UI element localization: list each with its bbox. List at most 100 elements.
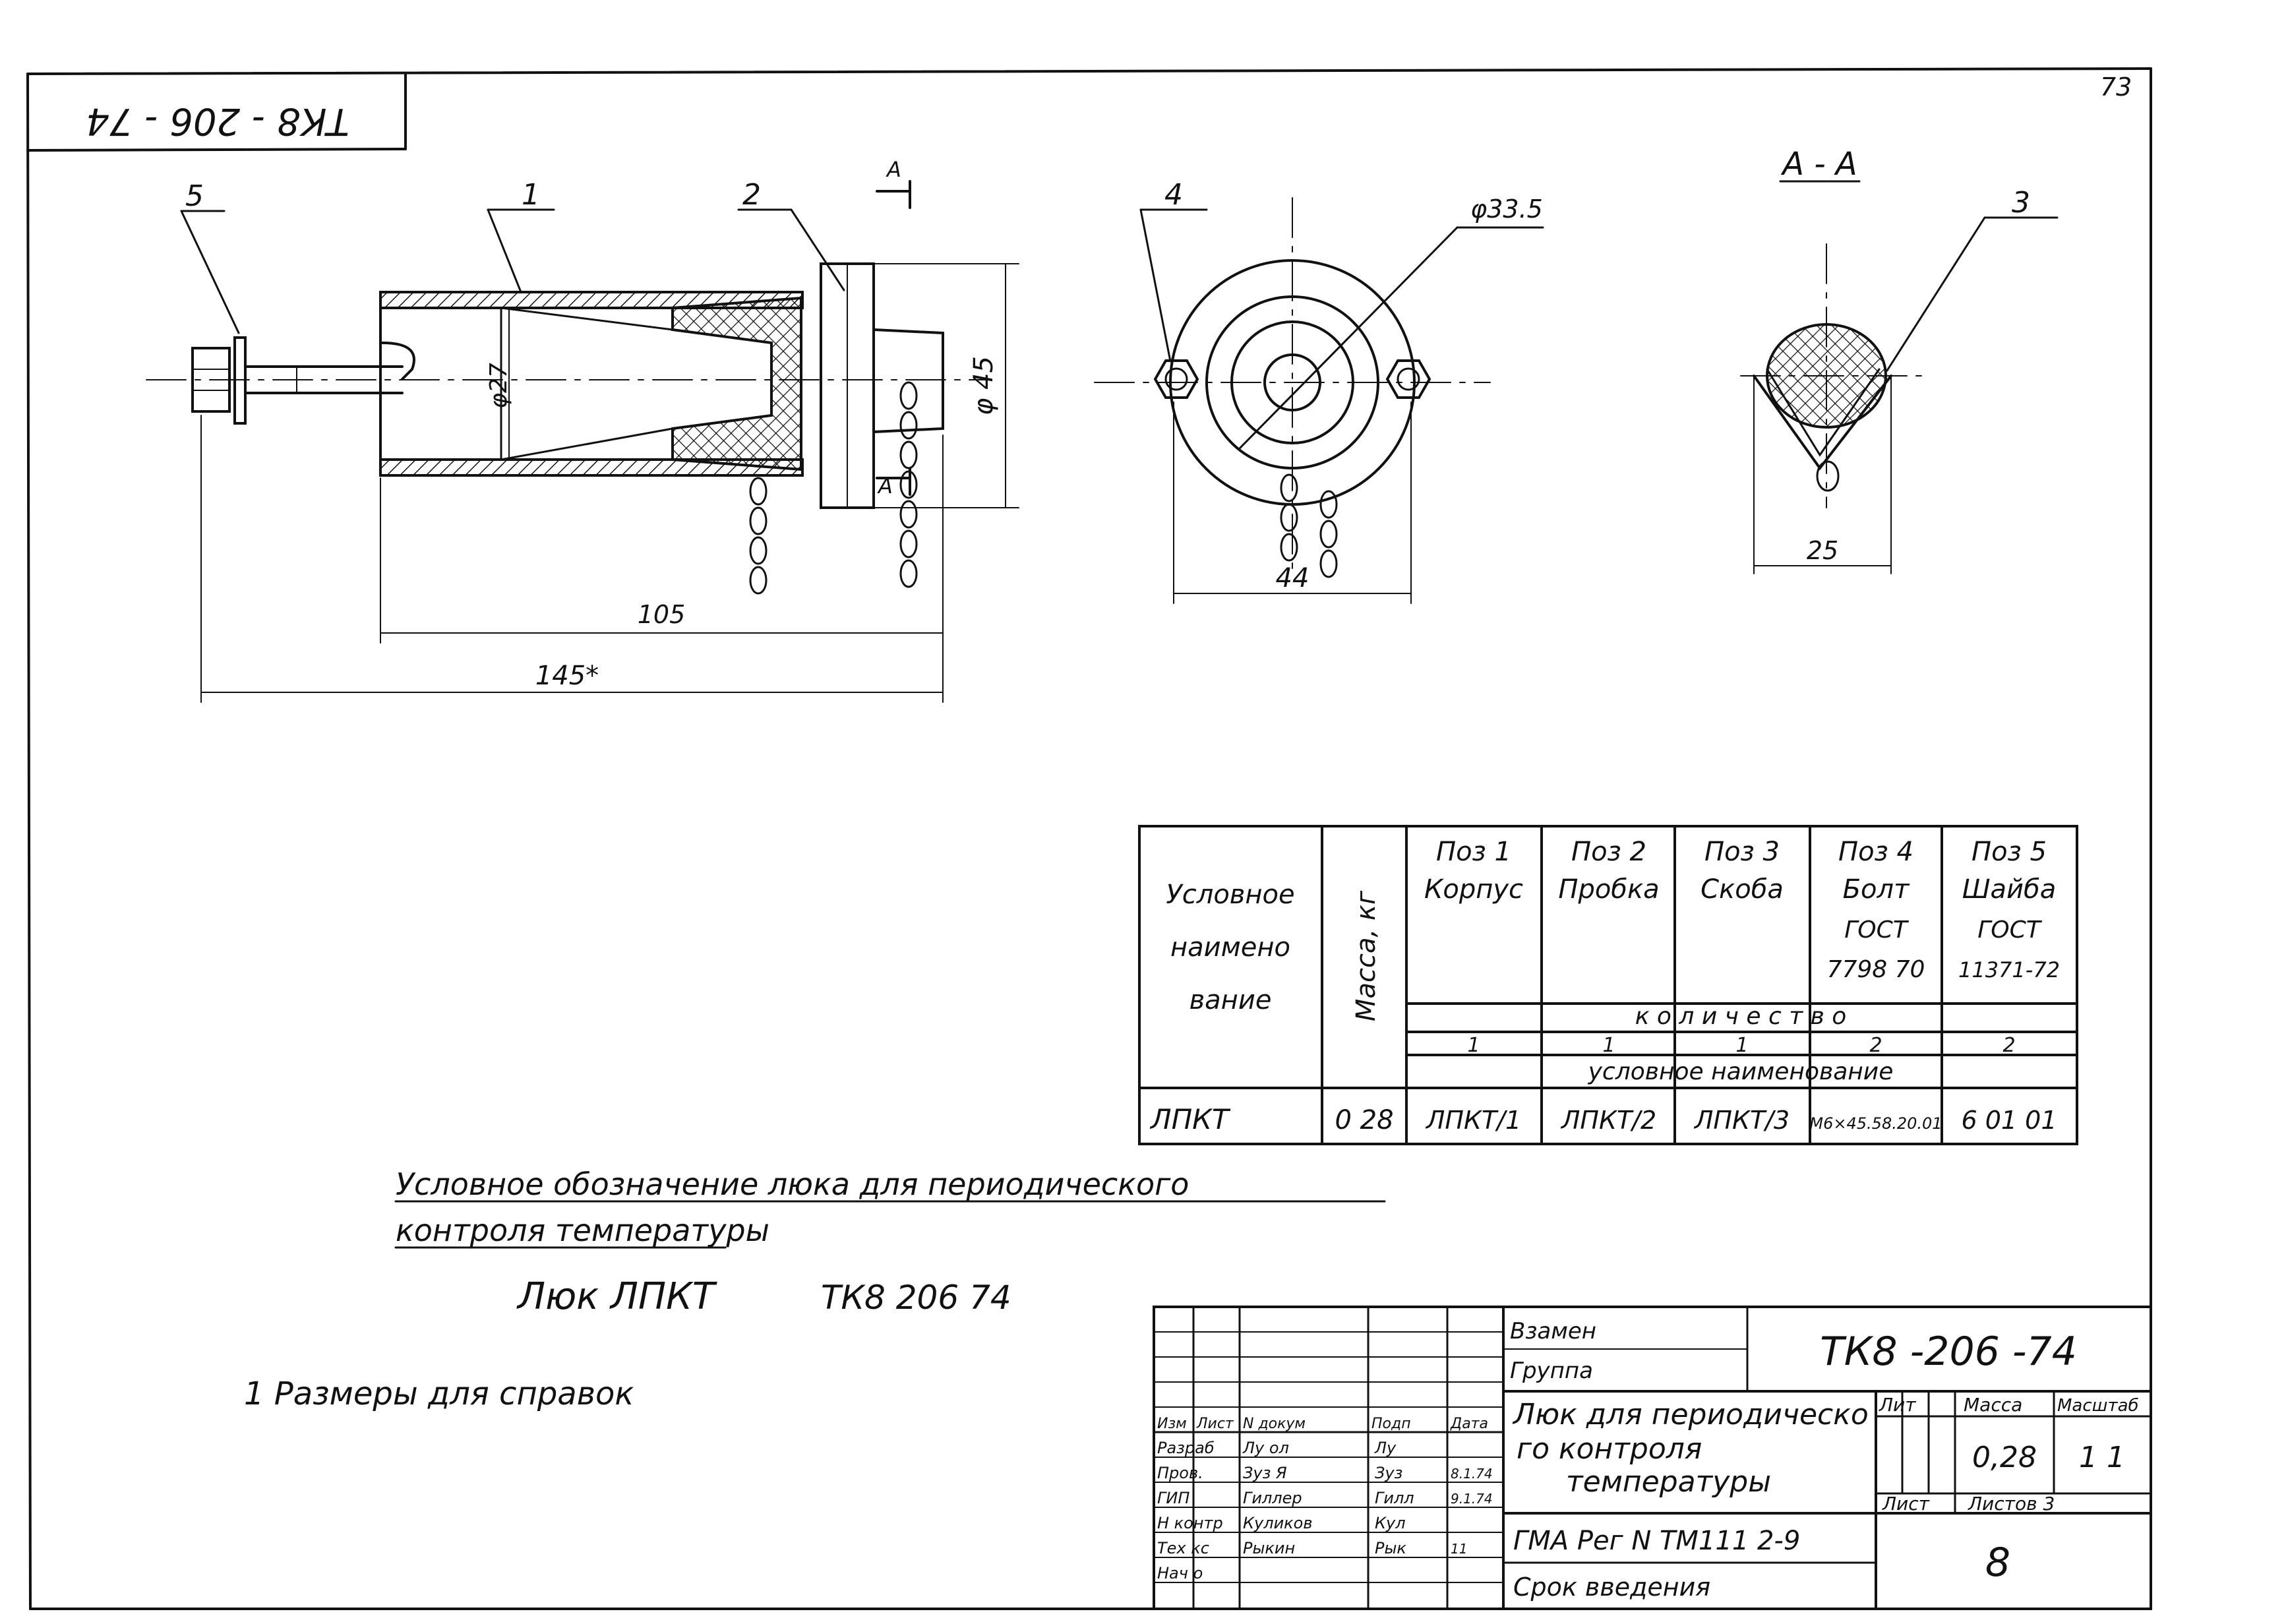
tb-row3-name: Гиллер <box>1243 1489 1302 1507</box>
tb-row1-sign: Лу <box>1374 1439 1397 1457</box>
spec-col2-line2: Пробка <box>1558 874 1659 905</box>
spec-col4-line3: ГОСТ <box>1844 917 1910 944</box>
dim-d45: φ 45 <box>969 356 999 415</box>
dim-l145: 145* <box>535 661 599 691</box>
sheet-frame <box>26 67 2152 1610</box>
tb-row1-role: Разраб <box>1157 1439 1215 1457</box>
note-example-a: Люк ЛПКТ <box>516 1275 717 1318</box>
tb-replaces: Взамен <box>1510 1318 1596 1344</box>
drawing-labels: 73 ТК8 - 206 - 74 5 1 2 4 3 A A А - А φ2… <box>86 73 2138 1602</box>
tb-lit-label: Лит <box>1879 1394 1916 1416</box>
tb-row3-date: 9.1.74 <box>1451 1491 1493 1507</box>
tb-row2-name: Зуз Я <box>1243 1464 1287 1482</box>
tb-row5-sign: Рык <box>1375 1539 1406 1557</box>
tb-row3-sign: Гилл <box>1375 1489 1414 1507</box>
spec-col1-line2: Корпус <box>1424 874 1523 905</box>
spec-quantity-label: к о л и ч е с т в о <box>1635 1003 1847 1030</box>
dim-l105: 105 <box>638 600 686 629</box>
note-example-b: ТК8 206 74 <box>821 1278 1011 1317</box>
side-section-view <box>146 180 1019 703</box>
tb-sheet-number: 8 <box>1985 1540 2010 1586</box>
spec-col5-line3: ГОСТ <box>1977 917 2043 944</box>
section-a-a-view <box>1740 180 2059 574</box>
spec-qty-5: 2 <box>2002 1034 2015 1057</box>
note-designation-line2: контроля температуры <box>396 1213 769 1248</box>
spec-col2-line1: Поз 2 <box>1571 837 1646 867</box>
spec-qty-2: 1 <box>1602 1034 1615 1057</box>
tb-row6-role: Нач о <box>1157 1564 1203 1582</box>
position-3-label: 3 <box>2012 186 2030 220</box>
tb-mass-label: Масса <box>1964 1394 2022 1416</box>
spec-row-val-3: ЛПКТ/3 <box>1693 1106 1790 1135</box>
tb-mass: 0,28 <box>1972 1441 2037 1474</box>
spec-row-val-2: ЛПКТ/2 <box>1560 1106 1656 1135</box>
tb-row5-name: Рыкин <box>1243 1539 1295 1557</box>
spec-qty-3: 1 <box>1735 1034 1748 1057</box>
tb-sheet-label: Лист <box>1882 1493 1930 1515</box>
spec-designation-label: условное наименование <box>1588 1058 1894 1085</box>
tb-title-3: температуры <box>1566 1465 1771 1499</box>
spec-qty-4: 2 <box>1869 1034 1882 1057</box>
tb-row4-role: Н контр <box>1157 1514 1223 1532</box>
title-block-grid <box>1153 1306 2152 1610</box>
tb-header-date: Дата <box>1450 1416 1488 1432</box>
spec-qty-1: 1 <box>1467 1034 1480 1057</box>
spec-col3-line2: Скоба <box>1701 874 1784 905</box>
position-2-label: 2 <box>742 178 761 212</box>
spec-header-name-2: наимено <box>1170 932 1290 963</box>
tb-header-sign: Подп <box>1371 1416 1411 1432</box>
spec-row-mass: 0 28 <box>1335 1105 1393 1135</box>
spec-row-val-1: ЛПКТ/1 <box>1425 1106 1521 1135</box>
spec-col5-line2: Шайба <box>1962 874 2056 905</box>
tb-header-list: Лист <box>1196 1416 1234 1432</box>
section-mark-top: A <box>886 157 901 182</box>
stamp-box <box>26 73 407 152</box>
tb-reg: ГМА Рег N ТМ111 2-9 <box>1513 1526 1800 1556</box>
dim-w25: 25 <box>1807 536 1838 565</box>
position-5-label: 5 <box>185 179 204 213</box>
tb-sheets-label: Листов 3 <box>1968 1493 2055 1515</box>
end-view <box>1094 197 1544 604</box>
tb-intro: Срок введения <box>1513 1573 1710 1602</box>
section-title: А - А <box>1780 146 1857 183</box>
tb-group: Группа <box>1510 1358 1593 1384</box>
section-mark-bottom: A <box>877 473 893 498</box>
spec-col5-line1: Поз 5 <box>1972 837 2047 867</box>
spec-header-mass: Масса, кг <box>1351 890 1381 1021</box>
spec-col1-line1: Поз 1 <box>1436 837 1511 867</box>
note-designation-line1: Условное обозначение люка для периодичес… <box>396 1166 1189 1202</box>
tb-title-1: Люк для периодическо <box>1512 1398 1869 1431</box>
spec-col4-line1: Поз 4 <box>1838 837 1913 867</box>
tb-code: ТК8 -206 -74 <box>1820 1329 2077 1375</box>
tb-row4-sign: Кул <box>1375 1514 1406 1532</box>
page-number: 73 <box>2100 73 2132 102</box>
dim-d27: φ27 <box>485 363 512 409</box>
tb-row4-name: Куликов <box>1243 1514 1313 1532</box>
tb-row3-role: ГИП <box>1157 1489 1189 1507</box>
spec-row-val-5: 6 01 01 <box>1961 1106 2057 1135</box>
spec-col4-line4: 7798 70 <box>1827 956 1925 983</box>
tb-row2-date: 8.1.74 <box>1451 1466 1493 1482</box>
tb-row5-role: Тех кс <box>1157 1539 1209 1557</box>
position-1-label: 1 <box>522 178 540 212</box>
dim-d335: φ33.5 <box>1470 195 1543 224</box>
tb-scale-label: Масштаб <box>2057 1396 2139 1416</box>
spec-header-name-3: вание <box>1189 985 1272 1015</box>
tb-scale: 1 1 <box>2079 1441 2125 1474</box>
tb-row2-sign: Зуз <box>1375 1464 1402 1482</box>
tb-header-izm: Изм <box>1157 1416 1187 1432</box>
tb-row1-name: Лу ол <box>1242 1439 1289 1457</box>
spec-col3-line1: Поз 3 <box>1704 837 1780 867</box>
tb-row2-role: Пров. <box>1157 1464 1203 1482</box>
tb-row5-date: 11 <box>1451 1541 1467 1557</box>
spec-col4-line2: Болт <box>1843 874 1910 905</box>
position-4-label: 4 <box>1164 178 1183 212</box>
note-1: 1 Размеры для справок <box>244 1375 634 1412</box>
dim-w44: 44 <box>1276 563 1310 593</box>
spec-row-name: ЛПКТ <box>1149 1103 1231 1135</box>
spec-row-val-4: М6×45.58.20.01 <box>1809 1114 1942 1133</box>
spec-header-name-1: Условное <box>1166 880 1294 910</box>
stamp-code: ТК8 - 206 - 74 <box>86 100 349 142</box>
